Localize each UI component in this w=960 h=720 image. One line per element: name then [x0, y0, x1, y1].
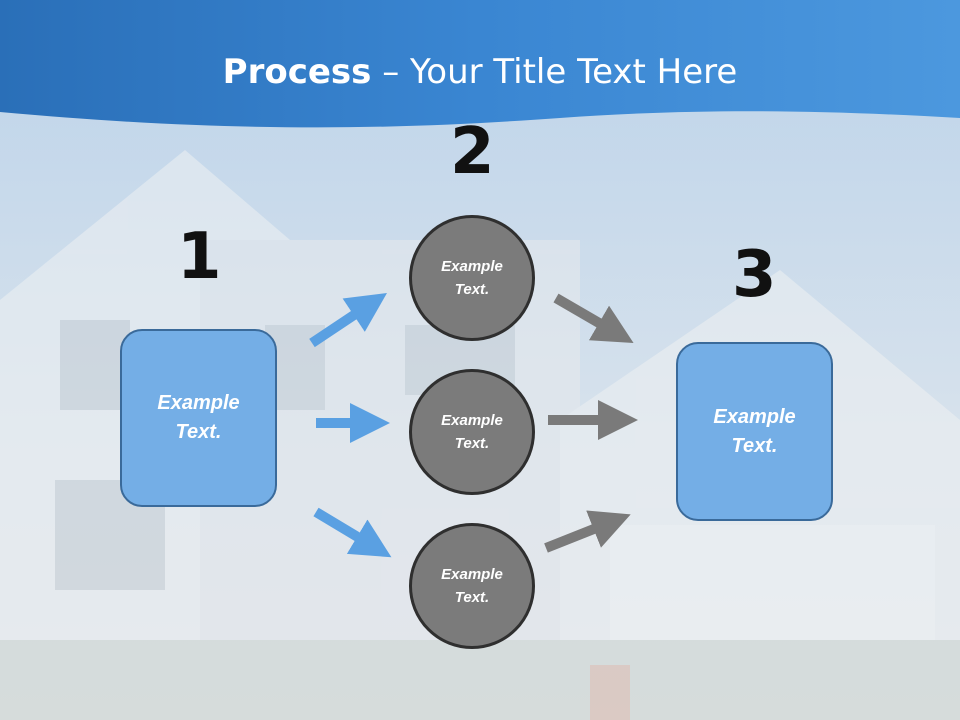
arrow-1-to-2c [313, 507, 392, 558]
step-3-box: Example Text. [676, 342, 833, 521]
step-number-3: 3 [732, 238, 777, 312]
step-2-circle-1: Example Text. [409, 215, 535, 341]
step-1-box: Example Text. [120, 329, 277, 507]
arrow-2a-to-3 [553, 293, 634, 344]
title-bold: Process [222, 52, 372, 92]
step-number-1: 1 [177, 220, 222, 294]
step-2-circle-2: Example Text. [409, 369, 535, 495]
title-dash: – [371, 52, 411, 92]
step-2-circle-3: Example Text. [409, 523, 535, 649]
title-rest: Your Title Text Here [410, 52, 738, 92]
slide-title: Process – Your Title Text Here [0, 52, 960, 92]
arrow-1-to-2a [309, 293, 387, 348]
step-number-2: 2 [450, 115, 495, 189]
arrow-2c-to-3 [544, 510, 631, 553]
